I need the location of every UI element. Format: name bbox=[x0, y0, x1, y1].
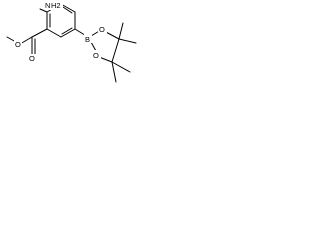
methyl-bottom-1 bbox=[111, 61, 131, 73]
ring-bond-6 bbox=[46, 28, 62, 38]
methyl-ester-group bbox=[6, 28, 48, 58]
atom-label-boron: B bbox=[84, 34, 92, 44]
top-ring-oxygen-label: O bbox=[99, 25, 105, 34]
amine-hydrogen-label: H2 bbox=[51, 1, 61, 10]
ring-inner-double-bond-3 bbox=[61, 27, 73, 35]
methyl-top-1 bbox=[118, 22, 124, 40]
bottom-ring-oxygen-label: O bbox=[93, 51, 99, 60]
carbonyl-oxygen-label: O bbox=[29, 54, 35, 63]
boron-bottom-oxygen-bond bbox=[90, 41, 97, 52]
ring-inner-double-bond-2 bbox=[62, 6, 73, 14]
amine-nitrogen-label: N bbox=[45, 1, 50, 10]
atom-label-ester-oxygen: O bbox=[14, 40, 22, 49]
ester-oxygen-label: O bbox=[15, 40, 21, 49]
chemical-structure-diagram: N H2 O O B O O bbox=[6, 0, 137, 83]
atom-label-top-ring-oxygen: O bbox=[98, 24, 107, 34]
amine-bond bbox=[39, 8, 48, 13]
pinacol-carbon-carbon-bond bbox=[111, 38, 120, 63]
ring-bond-5 bbox=[60, 28, 76, 38]
methyl-bottom-2 bbox=[111, 61, 117, 83]
atom-label-carbonyl-oxygen: O bbox=[28, 54, 36, 63]
bottom-oxygen-carbon-bond bbox=[98, 56, 113, 63]
boron-label: B bbox=[85, 35, 90, 44]
ester-carbon-ring-bond bbox=[31, 28, 48, 38]
methyl-top-2 bbox=[118, 38, 137, 44]
atom-label-amine: N H2 bbox=[45, 0, 63, 10]
ring-bond-3 bbox=[60, 3, 76, 13]
atom-label-bottom-ring-oxygen: O bbox=[92, 50, 101, 60]
